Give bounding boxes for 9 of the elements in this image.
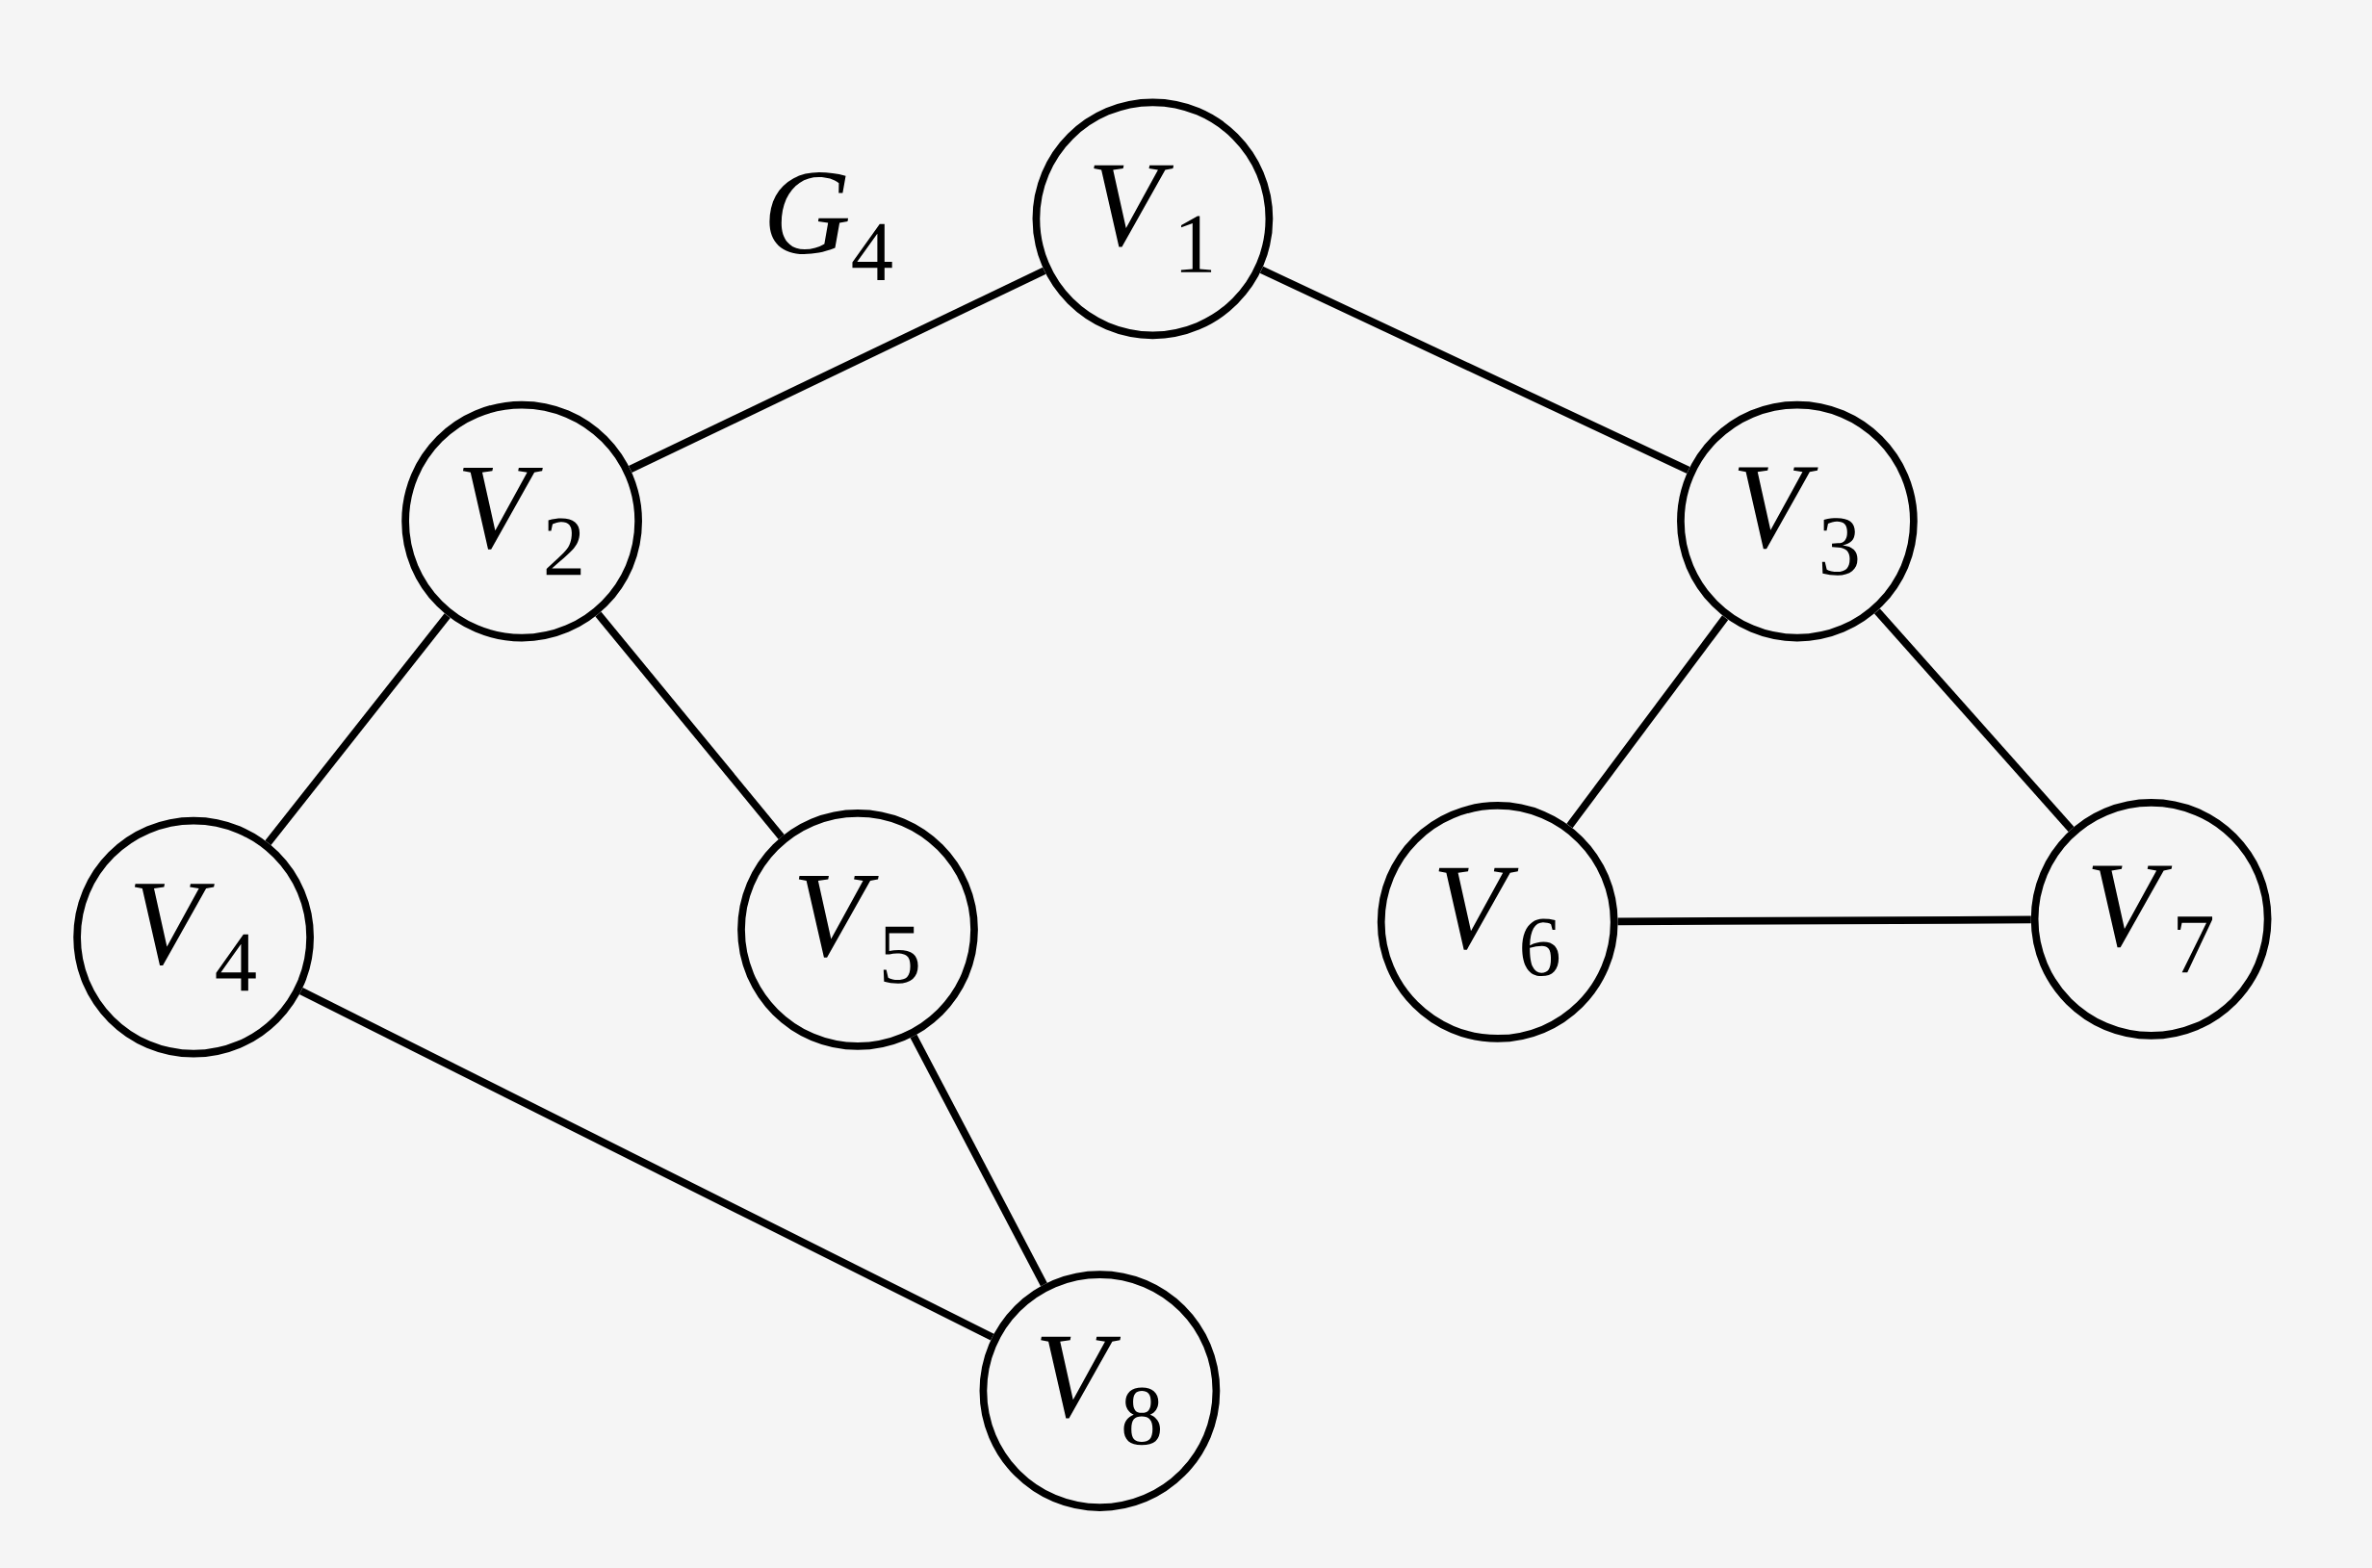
edge-line: [595, 611, 785, 839]
graph-label: G$_{4}$: [769, 172, 892, 281]
edge-line: [265, 613, 451, 846]
edge-line: [1259, 266, 1690, 474]
edge-line: [1566, 615, 1729, 829]
edge-line: [299, 988, 994, 1341]
edge-line: [1874, 608, 2075, 833]
edge-line: [910, 1034, 1047, 1287]
edge-line: [629, 267, 1046, 474]
